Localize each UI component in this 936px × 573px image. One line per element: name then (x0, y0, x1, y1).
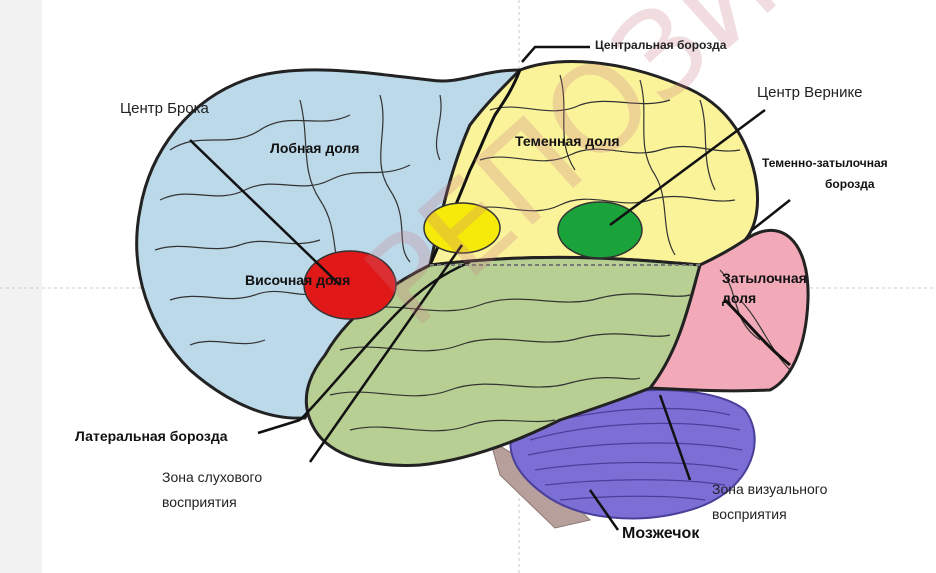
label-parieto-occipital-2: борозда (825, 177, 875, 191)
label-visual-1: Зона визуального (712, 481, 827, 497)
label-parieto-occipital-1: Теменно-затылочная (762, 156, 888, 170)
label-auditory-1: Зона слухового (162, 469, 262, 485)
central-pointer (522, 47, 590, 62)
label-central-sulcus: Центральная борозда (595, 38, 726, 52)
label-broca: Центр Брока (120, 100, 209, 117)
label-lateral-sulcus: Латеральная борозда (75, 428, 228, 444)
label-frontal-lobe: Лобная доля (270, 140, 359, 156)
label-occipital-2: доля (722, 290, 756, 306)
label-visual-2: восприятия (712, 506, 787, 522)
label-parietal-lobe: Теменная доля (515, 133, 620, 149)
label-auditory-2: восприятия (162, 494, 237, 510)
label-temporal-lobe: Височная доля (245, 272, 350, 288)
label-occipital-1: Затылочная (722, 270, 807, 286)
label-cerebellum: Мозжечок (622, 525, 699, 543)
label-wernicke: Центр Вернике (757, 84, 863, 101)
lateral-pointer (258, 420, 300, 433)
